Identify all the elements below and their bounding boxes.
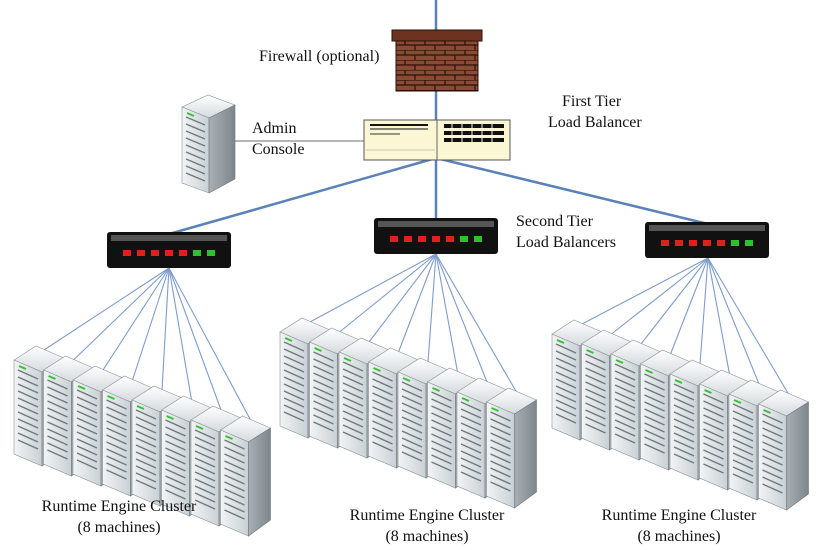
led-red-icon: [151, 250, 159, 256]
led-red-icon: [404, 236, 412, 242]
runtime-engine-cluster: [551, 319, 810, 511]
first-tier-label-line1: First Tier: [562, 93, 622, 110]
second-tier-label-line1: Second Tier: [516, 213, 593, 230]
first-tier-label-line2: Load Balancer: [548, 114, 642, 131]
admin-console-label-line2: Console: [252, 141, 305, 158]
cluster-3-label: Runtime Engine Cluster (8 machines): [574, 505, 784, 547]
led-green-icon: [193, 250, 201, 256]
second-tier-label: Second Tier Load Balancers: [516, 211, 616, 253]
led-green-icon: [731, 240, 739, 246]
first-tier-label: First Tier Load Balancer: [548, 91, 642, 133]
admin-console-label-line1: Admin: [252, 120, 297, 137]
fan-line: [102, 267, 170, 371]
led-red-icon: [703, 240, 711, 246]
second-tier-switch-icon: [645, 222, 769, 258]
fan-line: [43, 267, 170, 351]
fan-line: [435, 253, 517, 393]
led-red-icon: [432, 236, 440, 242]
fan-line: [707, 257, 760, 385]
led-red-icon: [165, 250, 173, 256]
firewall-label: Firewall (optional): [259, 48, 380, 65]
cluster-1-label: Runtime Engine Cluster (8 machines): [14, 496, 224, 538]
fan-line: [669, 257, 709, 355]
fan-line: [368, 253, 437, 343]
led-red-icon: [179, 250, 187, 256]
led-red-icon: [717, 240, 725, 246]
led-red-icon: [689, 240, 697, 246]
cluster-2-label-line1: Runtime Engine Cluster: [349, 507, 505, 524]
fan-line: [611, 257, 709, 335]
cluster-3-label-line1: Runtime Engine Cluster: [601, 507, 757, 524]
second-tier-switch-icon: [107, 232, 231, 268]
fan-line: [699, 257, 709, 365]
server-machine-icon: [485, 387, 538, 509]
fan-line: [168, 267, 251, 421]
fan-line: [168, 267, 193, 401]
fan-line: [131, 267, 170, 381]
admin-console-label: Admin Console: [252, 118, 304, 160]
fan-line: [427, 253, 437, 363]
firewall-icon: [391, 29, 483, 92]
tier-links: [168, 156, 709, 236]
led-red-icon: [123, 250, 131, 256]
led-red-icon: [137, 250, 145, 256]
cluster-3-label-line2: (8 machines): [637, 528, 721, 545]
led-green-icon: [207, 250, 215, 256]
second-tier-switch-icon: [374, 218, 498, 254]
led-red-icon: [418, 236, 426, 242]
led-red-icon: [390, 236, 398, 242]
fan-line: [640, 257, 709, 345]
led-red-icon: [446, 236, 454, 242]
fan-line: [73, 267, 170, 361]
fan-line: [397, 253, 437, 353]
fan-line: [168, 267, 222, 411]
fan-line: [435, 253, 488, 383]
server-machine-icon: [219, 415, 272, 537]
led-green-icon: [745, 240, 753, 246]
admin-console-server-icon: [181, 94, 236, 194]
led-green-icon: [474, 236, 482, 242]
cluster-2-label: Runtime Engine Cluster (8 machines): [322, 505, 532, 547]
fan-line: [339, 253, 437, 333]
first-tier-load-balancer-icon: [363, 119, 511, 161]
fan-line: [707, 257, 731, 375]
cluster-fan-lines: [43, 253, 789, 421]
cluster-1-label-line1: Runtime Engine Cluster: [41, 498, 197, 515]
led-red-icon: [661, 240, 669, 246]
cluster-2-label-line2: (8 machines): [385, 528, 469, 545]
server-machine-icon: [757, 389, 810, 511]
runtime-engine-cluster: [279, 317, 538, 509]
fan-line: [581, 257, 709, 325]
second-tier-label-line2: Load Balancers: [516, 234, 616, 251]
fan-line: [309, 253, 437, 323]
led-red-icon: [675, 240, 683, 246]
fan-line: [435, 253, 459, 373]
cluster-1-label-line2: (8 machines): [77, 519, 161, 536]
fan-line: [707, 257, 789, 395]
led-green-icon: [460, 236, 468, 242]
fan-line: [161, 267, 170, 391]
